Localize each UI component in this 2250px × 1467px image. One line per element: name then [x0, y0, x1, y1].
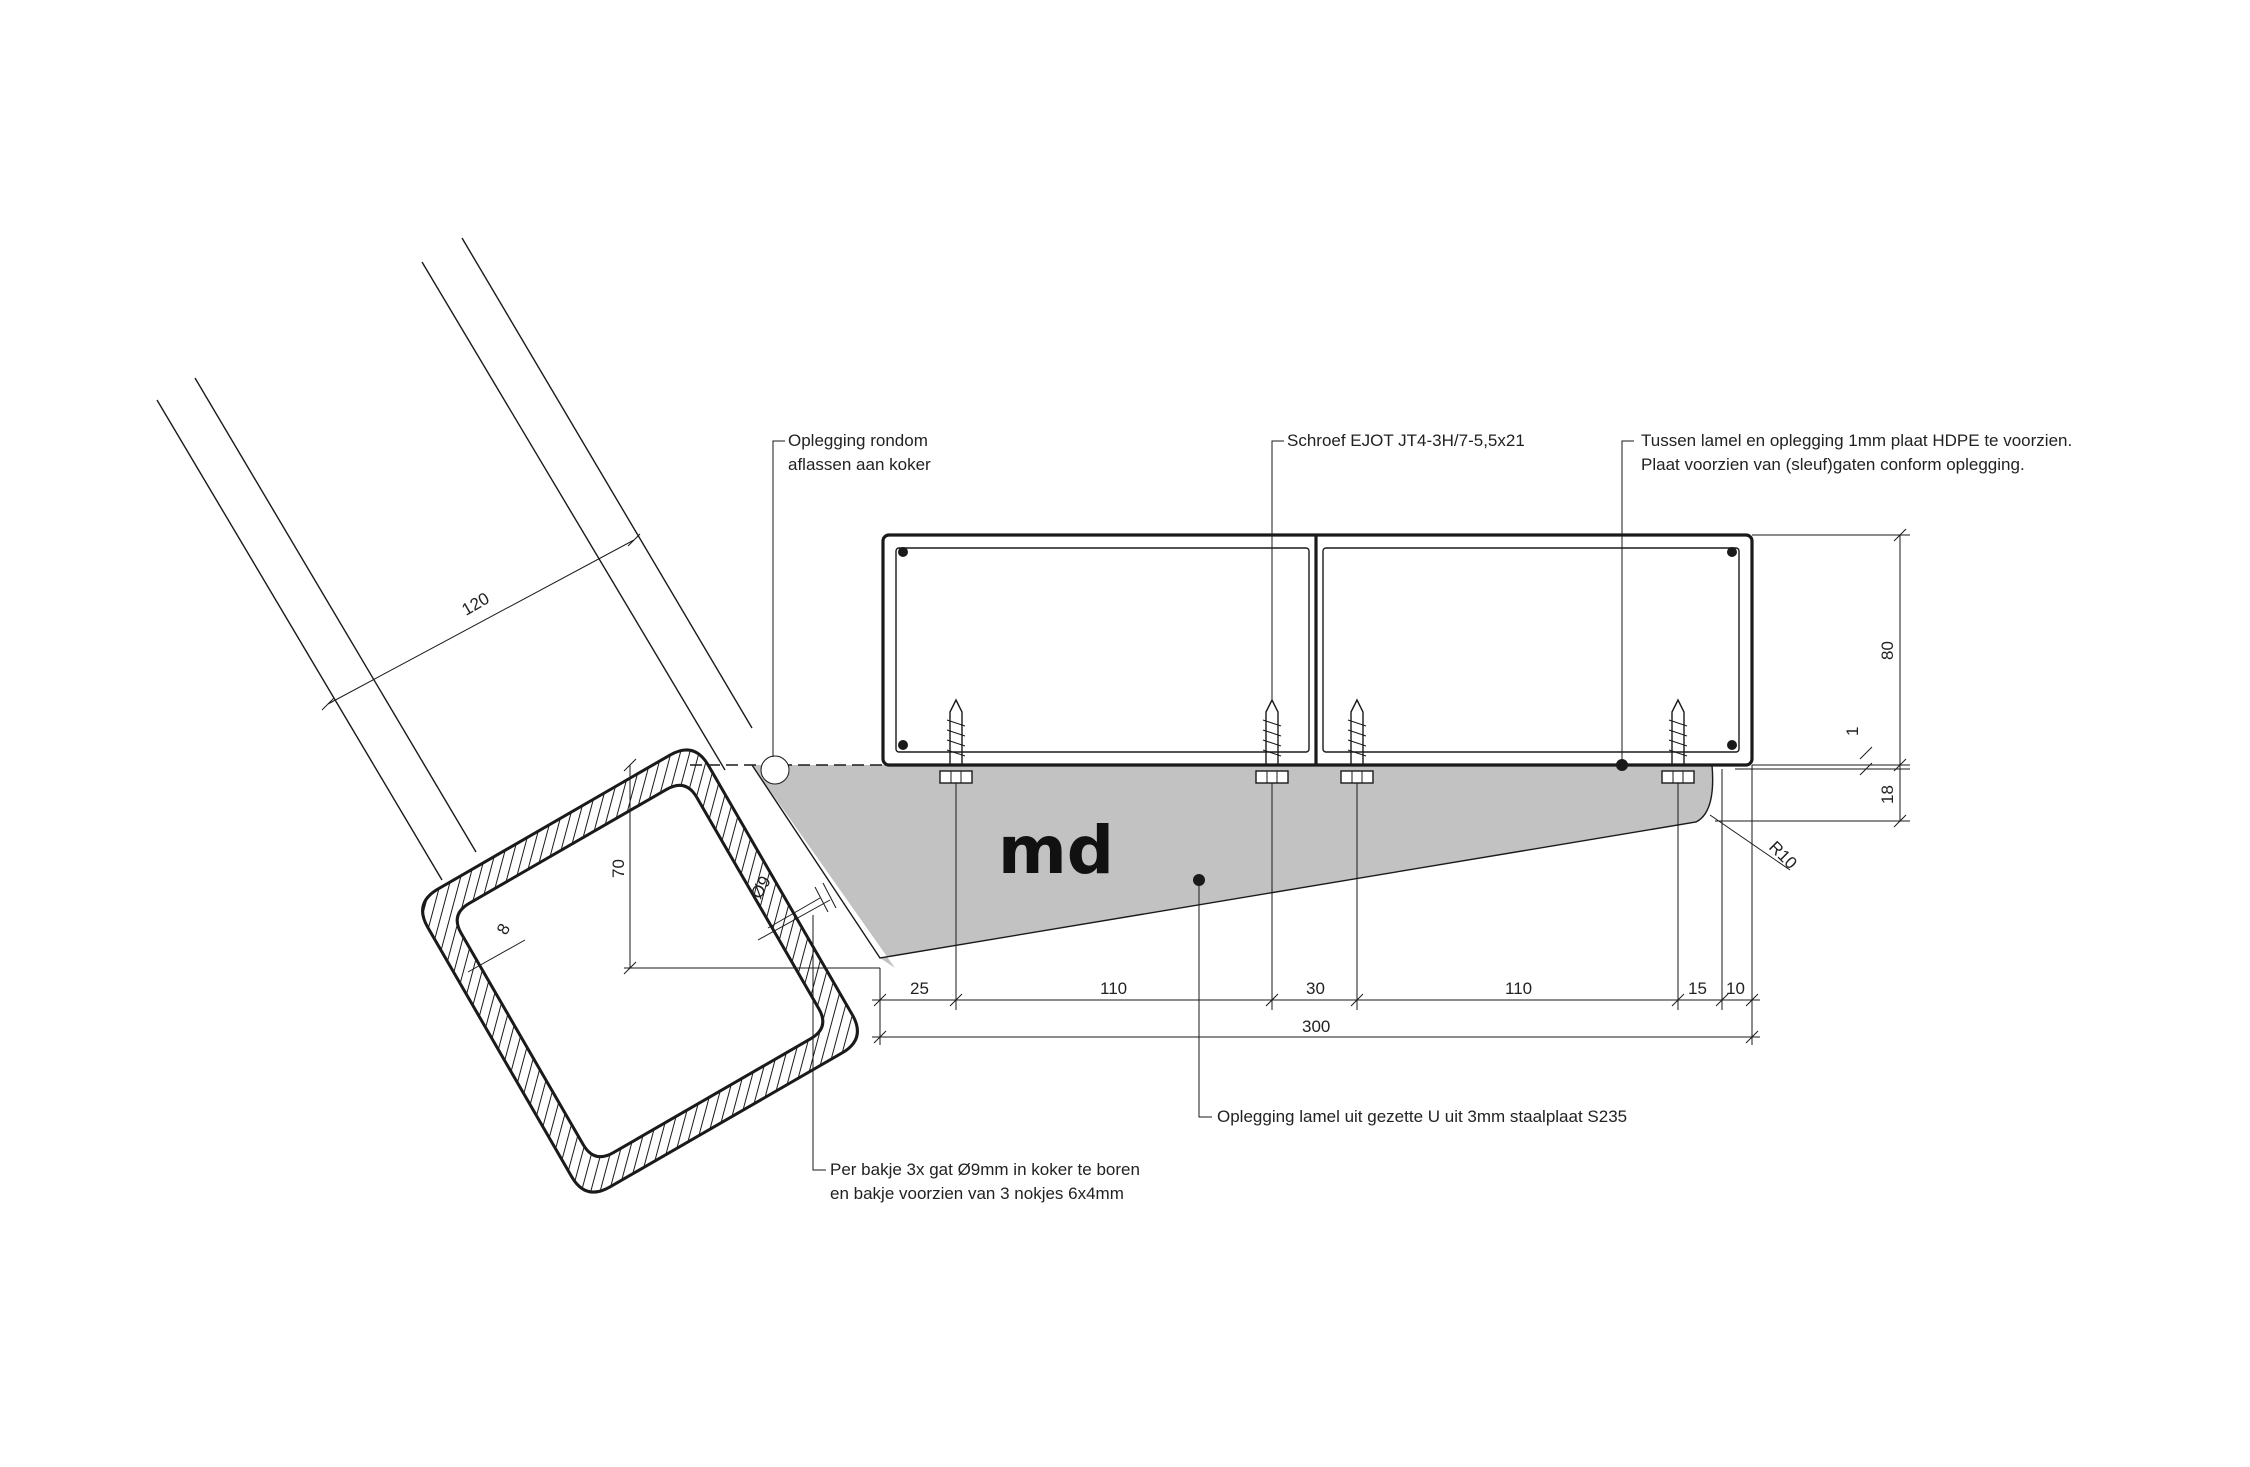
dim-radius: R10 [1709, 814, 1801, 873]
svg-text:aflassen aan koker: aflassen aan koker [788, 455, 931, 474]
dim-seg-6: 10 [1726, 979, 1745, 998]
tube-extension-lines [156, 237, 753, 881]
svg-text:Plaat voorzien van (sleuf)gate: Plaat voorzien van (sleuf)gaten conform … [1641, 455, 2025, 474]
dim-seg-3: 30 [1306, 979, 1325, 998]
dim-seg-1: 25 [910, 979, 929, 998]
screw-4 [1661, 698, 1695, 784]
annotation-weld: Oplegging rondom aflassen aan koker [788, 431, 931, 474]
dim-seg-2: 110 [1100, 979, 1127, 998]
svg-text:18: 18 [1878, 785, 1897, 804]
dim-height-70: 70 [609, 758, 880, 975]
annotation-hdpe: Tussen lamel en oplegging 1mm plaat HDPE… [1641, 431, 2072, 474]
dim-chain: 25 110 30 110 15 10 300 [872, 765, 1760, 1045]
dim-right-vertical: 80 1 18 [1715, 528, 1910, 828]
dim-seg-4: 110 [1505, 979, 1532, 998]
screw-2 [1255, 698, 1289, 784]
screw-3 [1340, 698, 1374, 784]
svg-text:R10: R10 [1765, 837, 1800, 872]
svg-text:8: 8 [493, 920, 514, 938]
dim-total: 300 [1302, 1017, 1330, 1036]
svg-text:1: 1 [1843, 727, 1862, 736]
lamel-profile [881, 533, 1754, 767]
svg-text:Schroef EJOT JT4-3H/7-5,5x21: Schroef EJOT JT4-3H/7-5,5x21 [1287, 431, 1525, 450]
svg-text:Oplegging rondom: Oplegging rondom [788, 431, 928, 450]
annotation-screw: Schroef EJOT JT4-3H/7-5,5x21 [1287, 431, 1525, 450]
annotation-bracket: Oplegging lamel uit gezette U uit 3mm st… [1217, 1107, 1627, 1126]
svg-text:120: 120 [459, 589, 493, 620]
md-logo: md [998, 812, 1114, 889]
tube-cross-section [421, 748, 859, 1194]
svg-text:Oplegging lamel uit gezette U: Oplegging lamel uit gezette U uit 3mm st… [1217, 1107, 1627, 1126]
svg-text:en bakje voorzien van 3 nokjes: en bakje voorzien van 3 nokjes 6x4mm [830, 1184, 1124, 1203]
svg-text:Tussen lamel en oplegging 1mm: Tussen lamel en oplegging 1mm plaat HDPE… [1641, 431, 2072, 450]
dim-tube-width: 120 [321, 533, 641, 711]
bracket-plate [690, 755, 1735, 968]
svg-text:80: 80 [1878, 641, 1897, 660]
screw-1 [939, 698, 973, 784]
svg-text:70: 70 [609, 859, 628, 878]
annotation-holes: Per bakje 3x gat Ø9mm in koker te boren … [830, 1160, 1140, 1203]
dim-seg-5: 15 [1688, 979, 1707, 998]
svg-text:Per bakje 3x gat Ø9mm in koker: Per bakje 3x gat Ø9mm in koker te boren [830, 1160, 1140, 1179]
leader-lines [772, 440, 1634, 1171]
